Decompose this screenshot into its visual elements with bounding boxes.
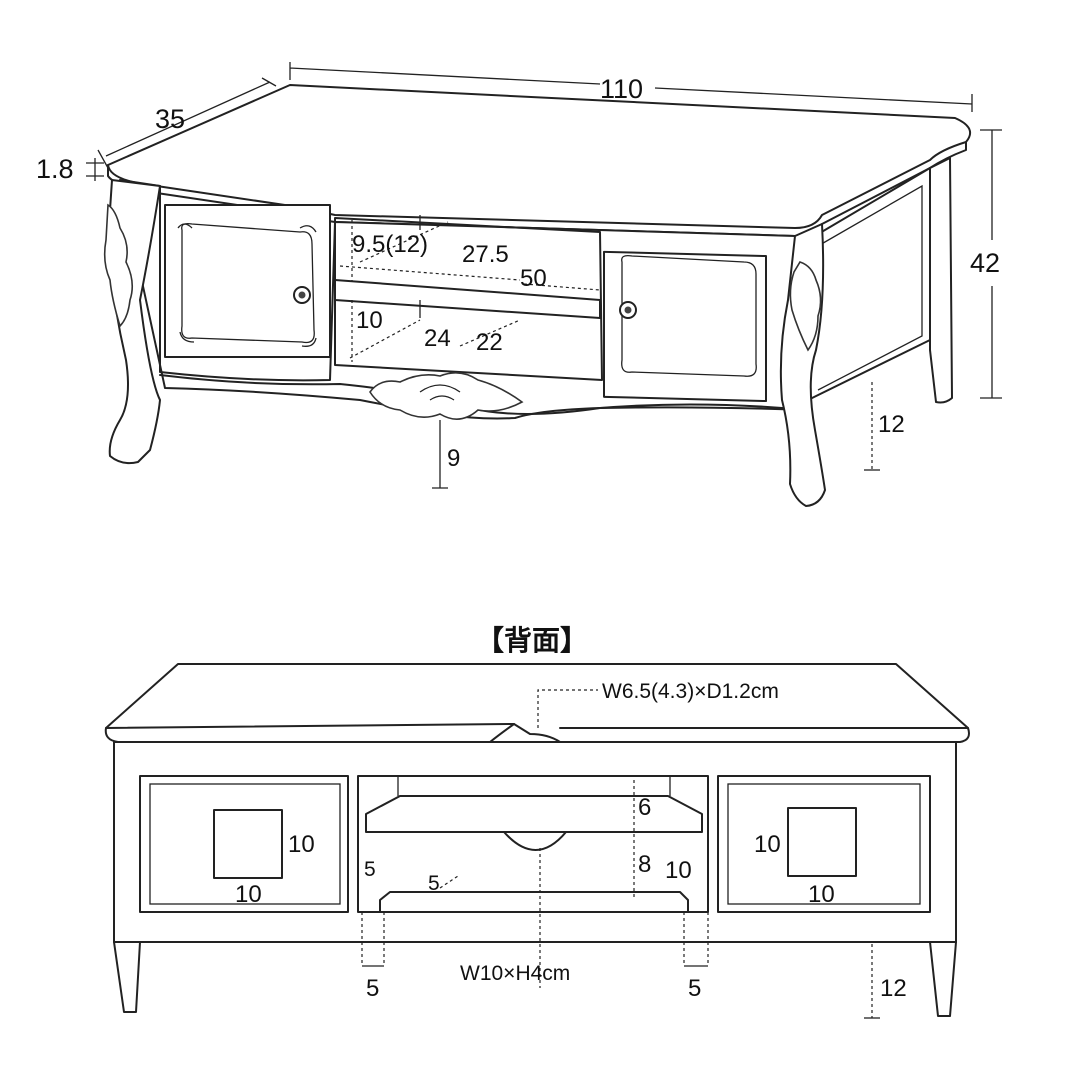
right-door-ornament (621, 254, 757, 377)
left-leg-carving (103, 203, 134, 328)
back-view-title: 【背面】 (476, 624, 588, 657)
back-cable-hole (503, 831, 567, 851)
left-door (164, 204, 331, 358)
dim-lower-opening: 10 (356, 307, 383, 334)
back-view: 【背面】 10 10 6 8 10 5 5 W6.5(4.3)×D1.2cm (104, 624, 970, 1019)
dim-depth: 35 (155, 104, 185, 134)
dim-middle-gap: 8 (638, 851, 651, 878)
dim-width: 110 (600, 74, 643, 104)
back-tabletop (104, 663, 970, 743)
dim-notch: W6.5(4.3)×D1.2cm (602, 680, 779, 703)
back-right-leg (929, 941, 957, 1017)
back-right-panel (717, 775, 931, 913)
back-left-hole (213, 809, 283, 879)
dim-shelf-depth-lower: 22 (476, 329, 503, 356)
dim-cable-hole: W10×H4cm (460, 962, 570, 985)
dim-leg-clearance-back: 12 (880, 975, 907, 1002)
side-inner (817, 184, 923, 391)
right-leg-carving (789, 261, 822, 352)
dim-left-hole-h: 10 (288, 831, 315, 858)
dim-right-gap: 10 (665, 857, 692, 884)
dim-upper-gap: 6 (638, 794, 651, 821)
dim-left-hole-w: 10 (235, 881, 262, 908)
back-left-leg (113, 941, 141, 1013)
dim-bottom-left: 5 (366, 975, 379, 1002)
dim-side-gap-left: 5 (364, 858, 376, 881)
dim-leg-clearance-front: 12 (878, 411, 905, 438)
dim-shelf-opening: 9.5(12) (352, 231, 428, 258)
dim-shelf-gap: 5 (428, 872, 440, 895)
shelf-opening (334, 217, 603, 381)
left-door-ornament (181, 222, 315, 344)
dim-shelf-depth-lower-front: 24 (424, 325, 451, 352)
dim-right-hole-w: 10 (808, 881, 835, 908)
dim-apron-clearance: 9 (447, 445, 460, 472)
dim-bottom-right: 5 (688, 975, 701, 1002)
back-right-hole (787, 807, 857, 877)
back-left-panel (139, 775, 349, 913)
right-door (603, 250, 767, 403)
dim-shelf-width: 50 (520, 265, 547, 292)
back-upper-shelf (365, 795, 703, 833)
shelf-board (334, 279, 601, 319)
front-view: 110 35 1.8 42 9.5(12) 27.5 50 10 24 22 9… (36, 62, 1002, 507)
dim-shelf-depth-upper: 27.5 (462, 241, 509, 268)
dim-top-thickness: 1.8 (36, 154, 74, 184)
back-lower-shelf (379, 891, 689, 913)
back-right-leg (929, 157, 953, 404)
dim-right-hole-h: 10 (754, 831, 781, 858)
dim-height: 42 (970, 248, 1000, 278)
